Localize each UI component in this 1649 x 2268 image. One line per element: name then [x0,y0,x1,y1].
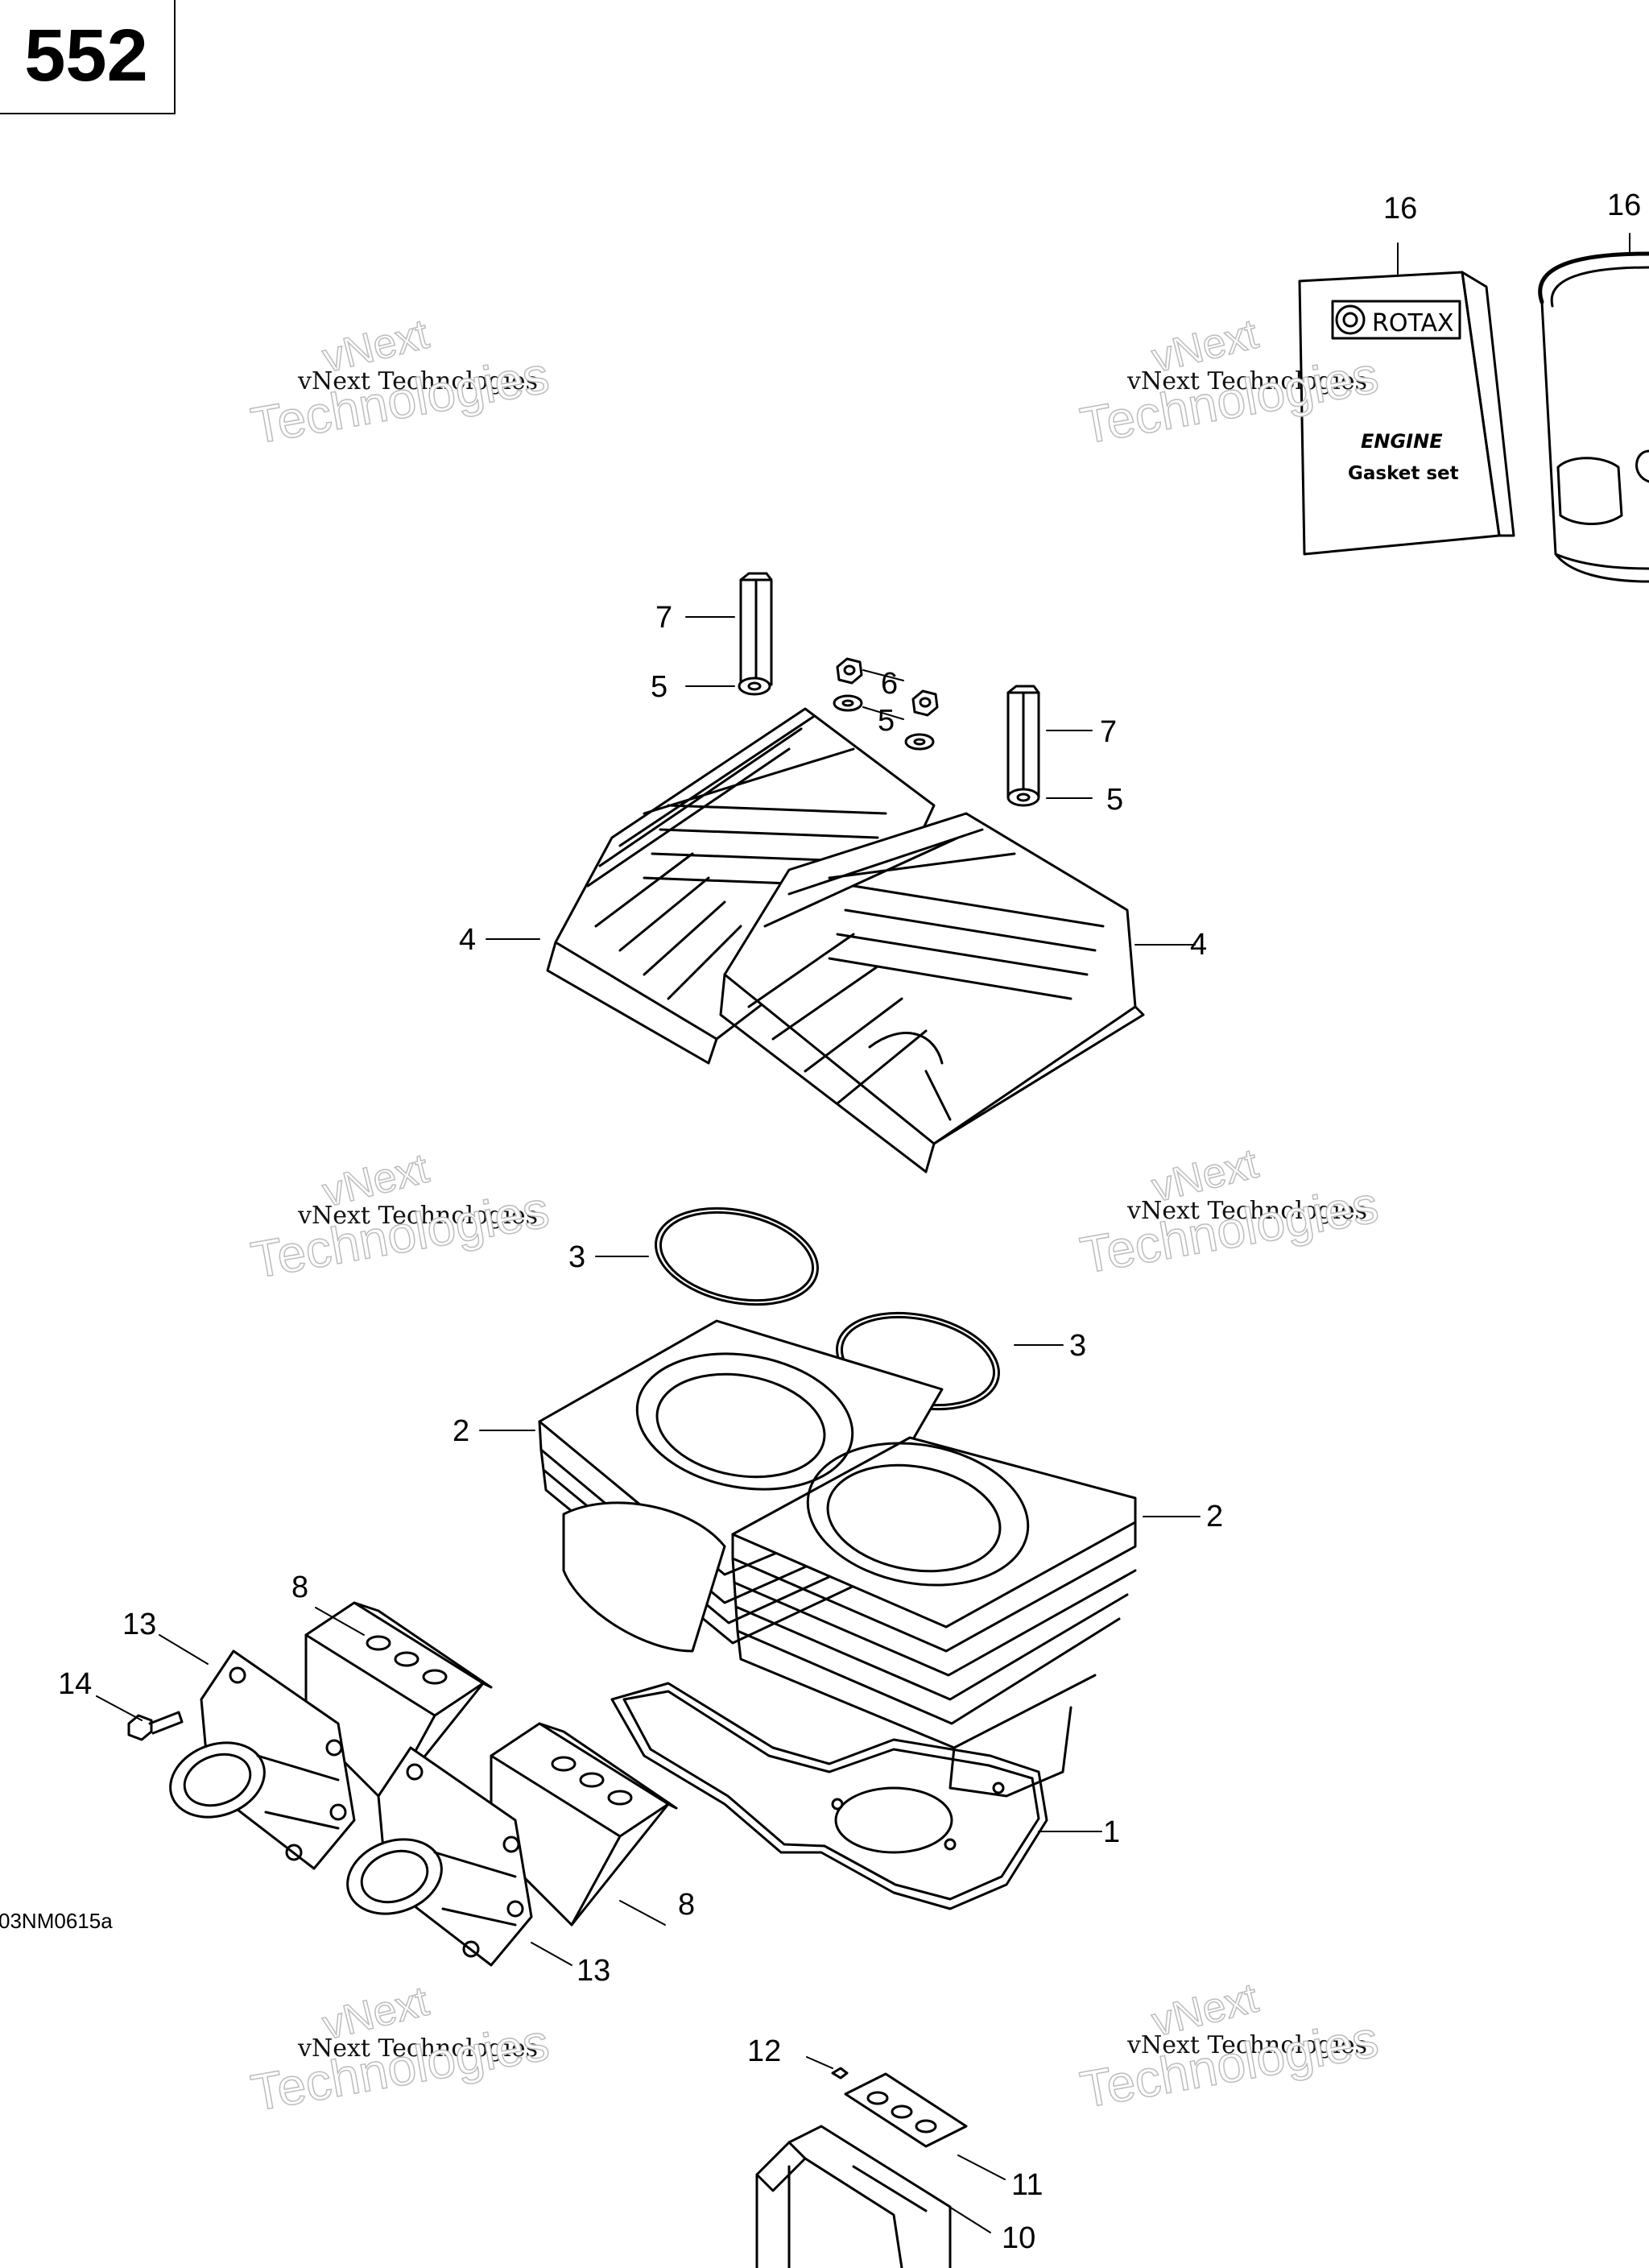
callout-8-upper: 8 [291,1571,309,1604]
callout-14: 14 [58,1667,93,1701]
callout-8-lower: 8 [678,1888,696,1922]
callout-7-left: 7 [655,601,673,635]
callout-3-left: 3 [568,1240,586,1274]
part-12-screw [831,2067,849,2080]
callout-11: 11 [1011,2168,1044,2202]
gasket-line-2: Gasket set [1348,463,1459,484]
part-2-cylinder-right [731,1436,1137,1798]
gasket-brand: ROTAX [1372,309,1454,337]
part-10-reed-block [755,2125,952,2268]
callout-5-right: 5 [1106,783,1124,817]
page-number: 552 [24,14,148,97]
callout-2-left: 2 [453,1414,470,1448]
callout-13-upper: 13 [122,1608,157,1641]
part-11-reed-petals [844,2072,968,2148]
callout-4-right: 4 [1190,928,1208,962]
gasket-line-1: ENGINE [1361,430,1443,453]
part-14-bolt [127,1711,184,1741]
callout-10: 10 [1002,2221,1036,2255]
callout-1: 1 [1103,1815,1121,1849]
callout-5-left: 5 [651,670,668,704]
part-15-gasket-set-package: ROTAX ENGINE Gasket set [1298,271,1515,556]
part-7-spacer-left [739,572,773,686]
part-13-intake-adapter-lower [346,1746,533,1967]
part-4-cylinder-head-right [719,812,1145,1173]
callout-5-middle: 5 [878,704,895,738]
part-6-nuts [836,657,939,717]
part-4-cylinder-head-left [546,707,936,1065]
rotax-emblem-icon [1335,304,1366,335]
callout-16: 16 [1607,188,1642,222]
part-7-spacer-right [1006,685,1040,799]
part-13-intake-adapter-upper [169,1649,356,1870]
part-8-reed-valve-lower [490,1722,678,1927]
page-number-box: 552 [0,0,176,114]
callout-13-lower: 13 [577,1954,611,1988]
callout-15: 16 [1383,192,1418,226]
callout-12: 12 [747,2034,782,2068]
callout-6: 6 [881,667,899,701]
part-5-washers [738,677,1040,807]
callout-7-right: 7 [1100,715,1118,749]
part-16-cylinder-sleeve [1538,251,1649,583]
callout-4-left: 4 [459,923,477,957]
part-1-base-gasket [610,1682,1048,1910]
callout-2-right: 2 [1206,1500,1224,1533]
callout-leader-lines [96,233,1630,2233]
callout-3-right: 3 [1069,1329,1087,1363]
drawing-code: 03NM0615a [0,1909,113,1933]
